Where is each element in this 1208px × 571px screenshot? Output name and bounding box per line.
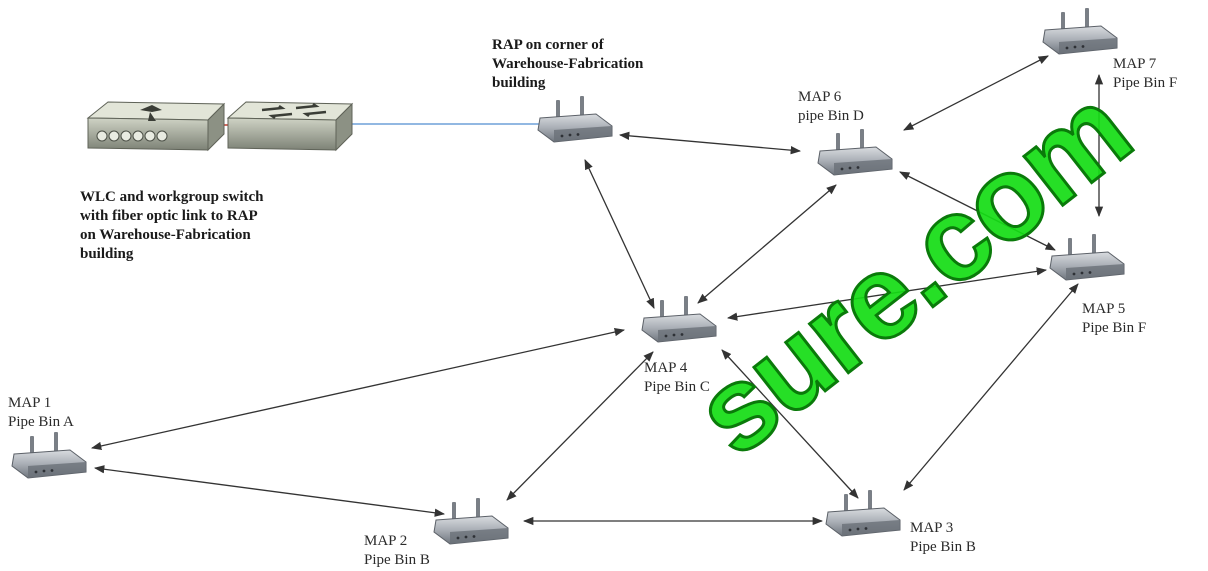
link-map6-map5 <box>899 171 1056 251</box>
link-map4-map3 <box>721 349 859 499</box>
map5-ap-icon <box>1049 233 1125 281</box>
map7-ap-icon <box>1042 7 1118 55</box>
map2-label: MAP 2 Pipe Bin B <box>364 533 430 568</box>
map7-label: MAP 7 Pipe Bin F <box>1113 56 1178 91</box>
link-map6-map7 <box>903 55 1049 131</box>
map4-label: MAP 4 Pipe Bin C <box>644 360 710 395</box>
map4-ap-icon <box>641 295 717 343</box>
link-map6-map4 <box>697 184 837 304</box>
wlc-switch-label: WLC and workgroup switch with fiber opti… <box>80 189 264 262</box>
rap-ap-icon <box>537 95 613 143</box>
link-rap-map4 <box>584 159 655 309</box>
map3-label: MAP 3 Pipe Bin B <box>910 520 976 555</box>
map1-label: MAP 1 Pipe Bin A <box>8 395 74 430</box>
link-map5-map3 <box>903 283 1079 491</box>
map6-ap-icon <box>817 128 893 176</box>
map3-ap-icon <box>825 489 901 537</box>
link-map1-map2 <box>93 465 446 517</box>
link-map4-map1 <box>90 327 626 451</box>
workgroup-switch <box>226 101 354 152</box>
wlc-device <box>86 101 226 152</box>
map6-label: MAP 6 pipe Bin D <box>798 89 864 124</box>
rap-label: RAP on corner of Warehouse-Fabrication b… <box>492 37 644 91</box>
map5-label: MAP 5 Pipe Bin F <box>1082 301 1147 336</box>
map1-ap-icon <box>11 431 87 479</box>
map2-ap-icon <box>433 497 509 545</box>
link-map4-map5 <box>726 267 1048 321</box>
link-rap-map6 <box>618 131 802 155</box>
link-map4-map2 <box>506 351 654 501</box>
